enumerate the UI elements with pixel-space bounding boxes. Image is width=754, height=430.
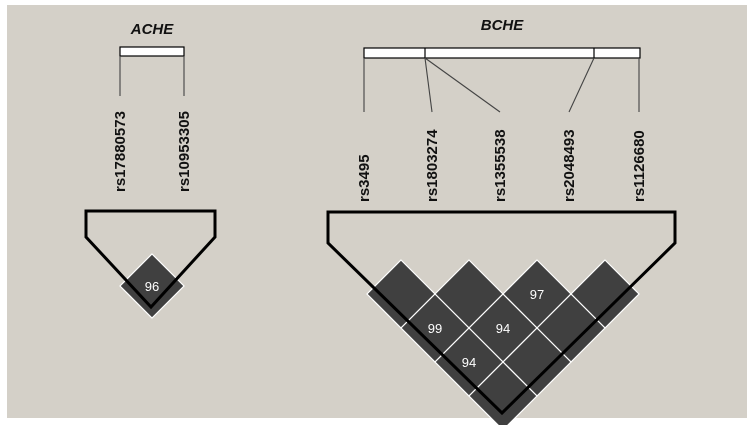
snp-label: rs2048493 [561, 129, 578, 202]
gene-bar-bche [363, 47, 641, 59]
ld-cells-ache: 96 [119, 253, 185, 319]
snp-label: rs1355538 [492, 129, 509, 202]
ld-cell-value: 94 [496, 321, 510, 336]
gene-bar-ache [119, 46, 185, 57]
ld-cell-value: 99 [428, 321, 442, 336]
snp-label: rs1803274 [424, 129, 441, 202]
snp-labels-bche: rs3495 rs1803274 rs1355538 rs2048493 rs11266… [356, 57, 648, 202]
snp-connector-line [424, 57, 433, 113]
ache-block: ACHE rs17880573 rs10953305 96 [84, 21, 217, 319]
ld-outline-bche [326, 210, 677, 416]
ld-cell [119, 253, 185, 319]
snp-label: rs17880573 [112, 111, 129, 192]
snp-label: rs3495 [356, 154, 373, 202]
gene-title-ache: ACHE [130, 21, 174, 38]
ld-outline-ache [84, 209, 217, 310]
snp-connector-line [568, 57, 595, 113]
ld-cells-bche: 97 99 94 94 [366, 259, 640, 430]
ld-cell-value: 96 [145, 279, 159, 294]
snp-connector-line [424, 57, 501, 113]
ld-cell [468, 361, 538, 430]
snp-labels-ache: rs17880573 rs10953305 [112, 56, 193, 192]
snp-label: rs1126680 [631, 130, 648, 202]
ld-cell-value: 94 [462, 355, 476, 370]
gene-title-bche: BCHE [481, 17, 524, 34]
ld-cell-value: 97 [530, 287, 544, 302]
snp-label: rs10953305 [176, 111, 193, 192]
